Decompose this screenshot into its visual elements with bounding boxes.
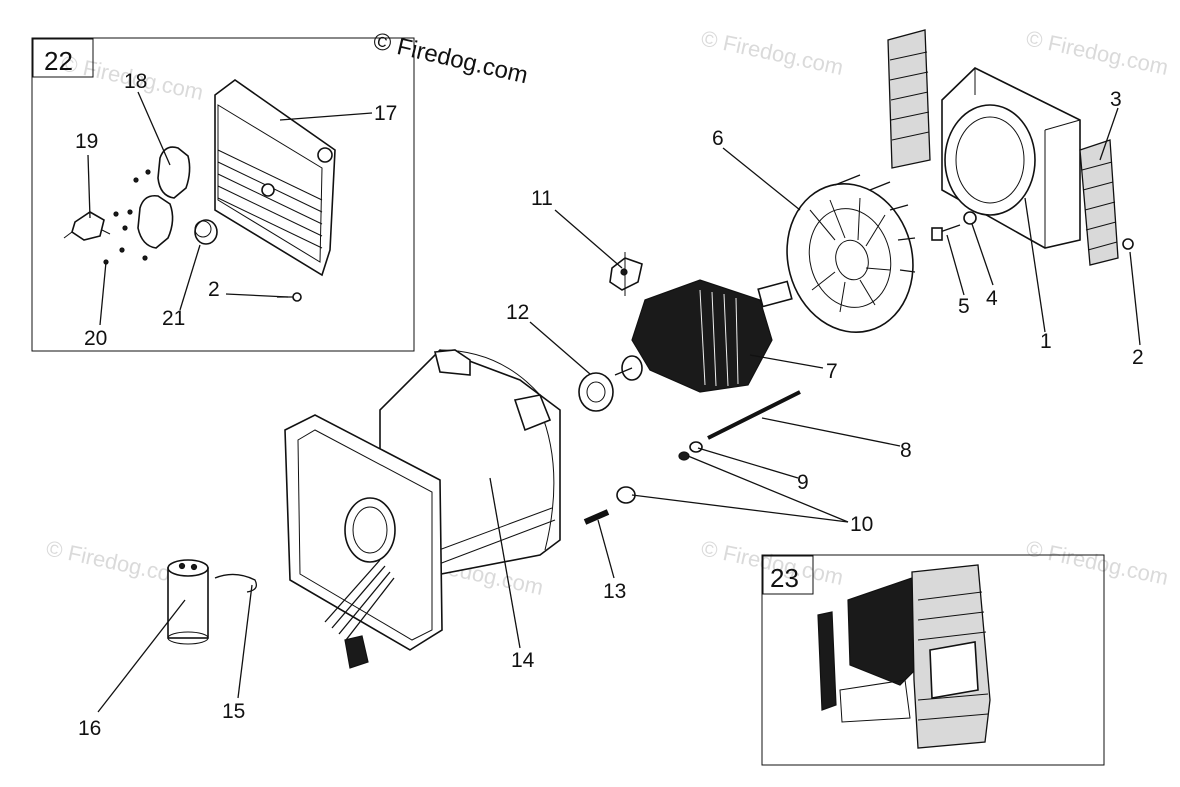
capacitor-16 [167,559,209,645]
callout-19: 19 [75,130,98,153]
callout-3: 3 [1110,88,1122,111]
callout-8: 8 [900,439,912,462]
knob-21 [194,219,218,245]
watermark-2: © Firedog.com [699,25,846,80]
callout-6: 6 [712,127,724,150]
copyright-text: © Firedog.com [371,28,531,90]
callout-2: 2 [1132,346,1144,369]
screw-2 [1122,238,1134,250]
inset-22-label: 22 [44,46,73,76]
callout-9: 9 [797,471,809,494]
end-bell-1 [941,67,1081,249]
callout-12: 12 [506,301,529,324]
watermark-7: © Firedog.com [1024,535,1171,590]
receptacle-18 [122,146,191,249]
rotor-7 [614,279,793,393]
inset-23-frame [761,554,1105,766]
stud-13 [583,509,610,525]
bracket-11 [609,252,643,296]
callout-5: 5 [958,295,970,318]
callout-7: 7 [826,360,838,383]
inset-22-frame [31,37,415,352]
callout-21: 21 [162,307,185,330]
inset-23-label-frame [762,555,814,595]
breaker-19 [63,211,111,241]
inset-box-22: 22 [31,37,415,352]
inset-box-23: 23 [761,554,1105,766]
bolt-5 [931,224,961,241]
end-cover-assembly [817,564,991,749]
callout-1: 1 [1040,330,1052,353]
callout-2-inset: 2 [208,278,220,301]
stator-housing-14 [284,349,561,669]
inset-23-label: 23 [770,563,799,593]
callout-11: 11 [531,187,553,210]
grille-left [887,29,931,169]
through-bolt-8 [707,390,801,440]
callout-18: 18 [124,70,147,93]
callout-10: 10 [850,513,873,536]
callout-numbers: 1 2 3 4 5 6 7 8 9 10 11 12 13 14 15 16 [78,88,1144,740]
callout-17: 17 [374,102,397,125]
nut-10 [616,451,690,504]
callout-16: 16 [78,717,101,740]
fan-6 [786,174,916,334]
callout-13: 13 [603,580,626,603]
callout-4: 4 [986,287,998,310]
callout-20: 20 [84,327,107,350]
callout-15: 15 [222,700,245,723]
clip-15 [214,573,258,593]
bearing-12 [578,372,614,412]
control-panel-17 [214,79,336,277]
watermark-3: © Firedog.com [1024,25,1171,80]
inset-22-label-frame [32,38,94,78]
grille-3 [1079,139,1119,266]
washer-4 [963,211,977,225]
callout-14: 14 [511,649,535,672]
washer-9 [689,441,703,453]
leader-lines [97,107,1141,713]
